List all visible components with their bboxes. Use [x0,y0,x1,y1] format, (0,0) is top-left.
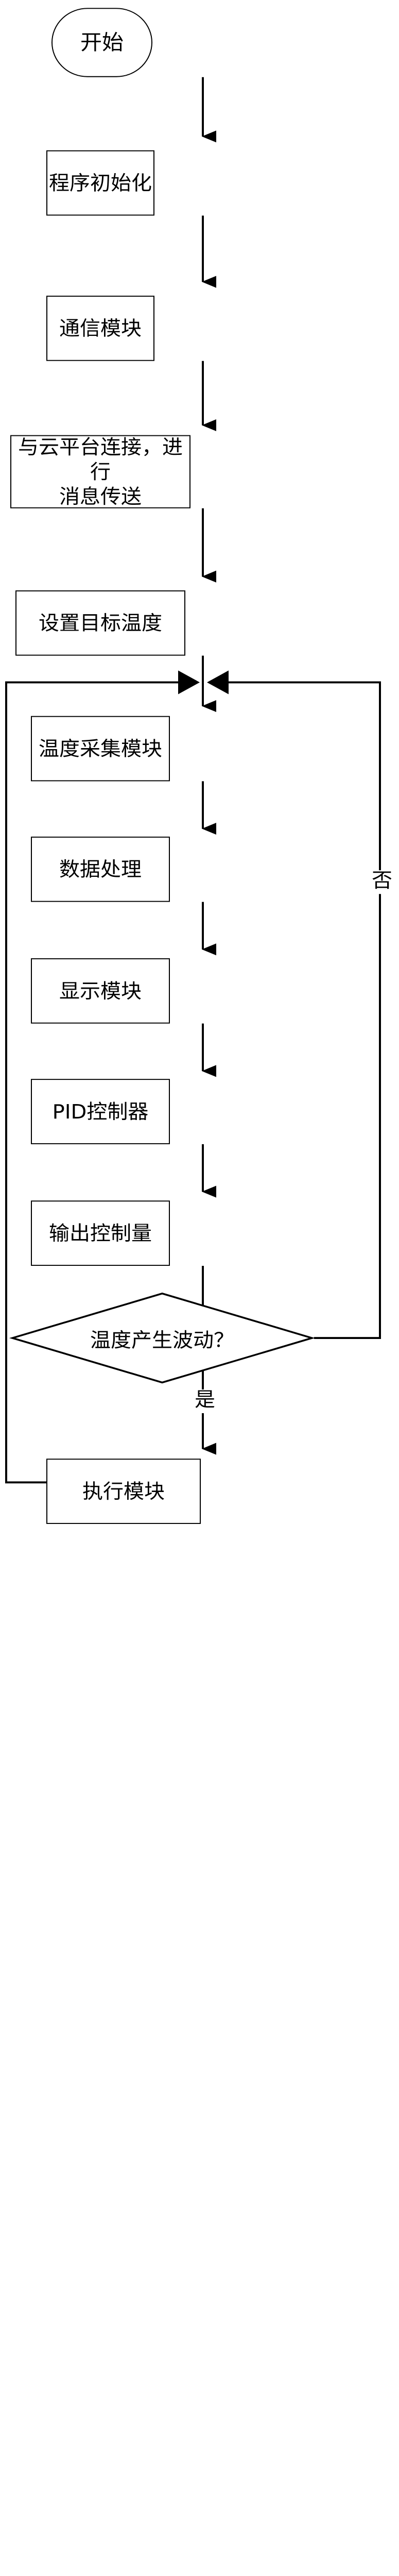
node-temperature-acquisition: 温度采集模块 [31,716,170,782]
junction-arrow-left [207,670,229,694]
node-cloud-connect: 与云平台连接，进行 消息传送 [10,435,190,509]
node-program-init: 程序初始化 [46,150,154,216]
node-start-label: 开始 [80,30,124,55]
diamond-shape [9,1292,316,1384]
junction-arrow-right [178,670,200,694]
node-program-init-label: 程序初始化 [49,171,152,195]
node-start: 开始 [51,8,152,77]
node-data-processing: 数据处理 [31,836,170,902]
node-temperature-fluctuation-decision-label: 温度产生波动？ [90,1327,234,1351]
flowchart-canvas: 开始 程序初始化 通信模块 与云平台连接，进行 消息传送 设置目标温度 温度采集… [5,8,393,1524]
node-output-control: 输出控制量 [31,1200,170,1266]
node-communication-module: 通信模块 [46,295,154,361]
node-set-target-temperature: 设置目标温度 [15,590,185,656]
node-communication-module-label: 通信模块 [59,316,142,340]
node-pid-controller: PID控制器 [31,1079,170,1144]
node-display-module-label: 显示模块 [59,978,142,1003]
node-cloud-connect-label-line1: 与云平台连接，进行 [18,434,183,483]
node-display-module: 显示模块 [31,958,170,1024]
edge-loopback-right [217,681,381,1340]
node-execute-module: 执行模块 [46,1459,201,1524]
edge-label-yes: 是 [194,1389,216,1413]
node-pid-controller-label: PID控制器 [52,1099,149,1123]
node-execute-module-label: 执行模块 [82,1479,165,1503]
edge-label-no: 否 [371,870,393,894]
node-data-processing-label: 数据处理 [59,857,142,881]
node-temperature-fluctuation-decision: 温度产生波动？ [9,1292,316,1384]
node-cloud-connect-label-line2: 消息传送 [59,484,142,508]
node-set-target-temperature-label: 设置目标温度 [39,611,162,635]
node-output-control-label: 输出控制量 [49,1221,152,1245]
node-temperature-acquisition-label: 温度采集模块 [39,736,162,760]
junction-arrowheads [178,670,229,694]
